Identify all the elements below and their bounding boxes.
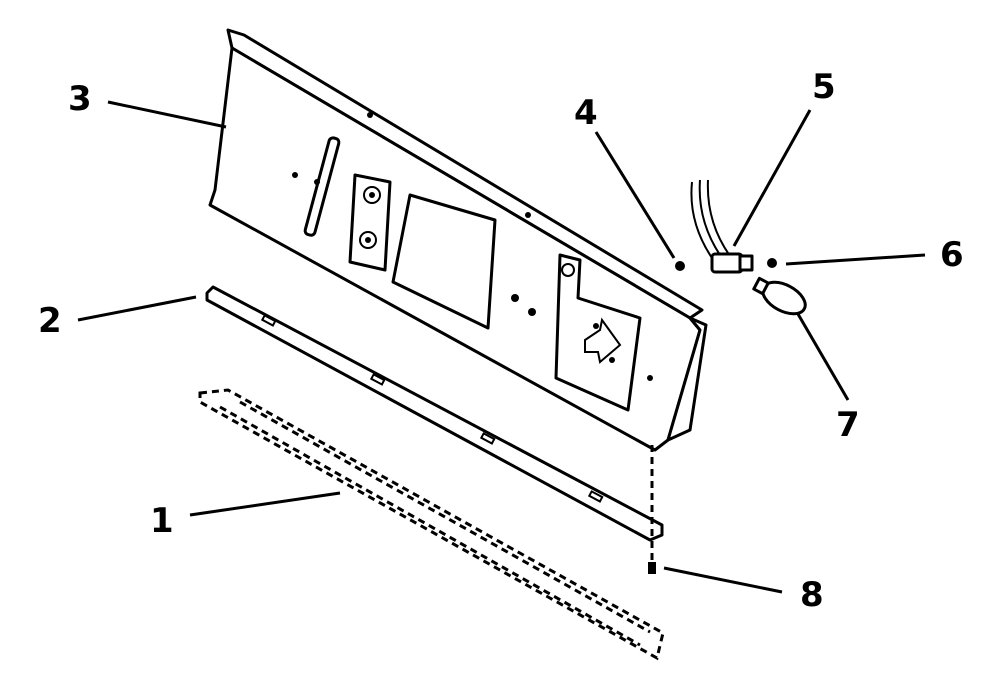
- control-panel: [208, 28, 708, 452]
- callout-1: 1: [150, 501, 174, 541]
- leader-7: [796, 313, 850, 401]
- wire-harness: [690, 179, 744, 274]
- lamp-socket: [738, 254, 777, 272]
- lamp-bulb: [752, 276, 807, 316]
- leader-4: [594, 131, 676, 259]
- knob-bracket: [348, 173, 392, 272]
- callout-5: 5: [812, 67, 836, 107]
- callout-2: 2: [38, 301, 62, 341]
- callout-3: 3: [68, 79, 92, 119]
- leader-3: [107, 100, 227, 129]
- callout-6: 6: [940, 235, 964, 275]
- mounting-channel: [205, 285, 664, 542]
- leader-1: [189, 491, 341, 517]
- bottom-screw: [648, 445, 656, 574]
- callout-8: 8: [800, 575, 824, 615]
- leader-8: [663, 566, 783, 594]
- leader-lines: [77, 100, 926, 594]
- lower-trim-strip: [198, 388, 665, 661]
- leader-5: [732, 109, 812, 247]
- callout-labels: 1 2 3 4 5 6 7 8: [38, 67, 964, 615]
- callout-7: 7: [836, 405, 860, 445]
- screw: [675, 261, 685, 271]
- leader-6: [785, 253, 926, 266]
- leader-2: [77, 295, 197, 322]
- callout-4: 4: [574, 93, 598, 133]
